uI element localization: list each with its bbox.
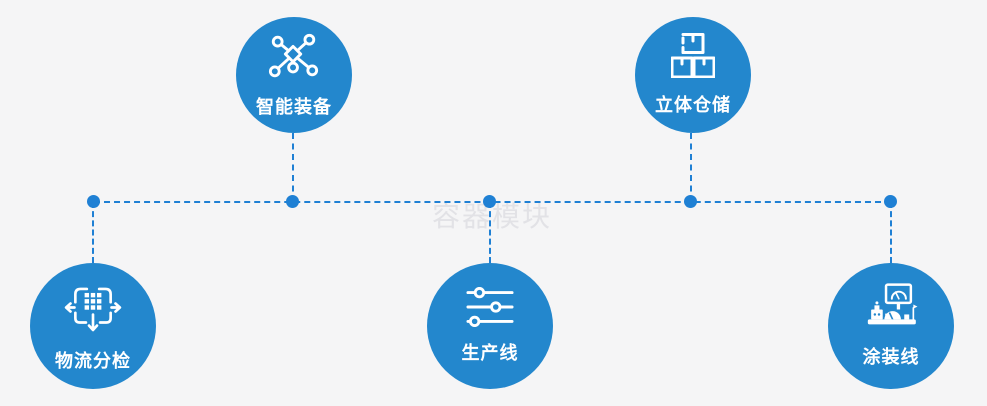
node-logistics-sorting[interactable]: 物流分检 — [30, 263, 156, 389]
node-label: 智能装备 — [256, 96, 332, 117]
network-nodes-icon — [267, 32, 321, 80]
node-painting-line[interactable]: 涂装线 — [828, 263, 954, 389]
connector-painting-line — [890, 202, 892, 263]
junction-dot — [87, 195, 100, 208]
connector-smart-equipment — [292, 133, 294, 202]
control-console-icon — [861, 283, 921, 331]
node-production-line[interactable]: 生产线 — [427, 263, 553, 389]
junction-dot — [684, 195, 697, 208]
connector-production-line — [489, 202, 491, 263]
stacked-boxes-icon — [670, 33, 716, 79]
node-label: 物流分检 — [55, 350, 131, 371]
junction-dot — [286, 195, 299, 208]
node-smart-equipment[interactable]: 智能装备 — [236, 17, 352, 133]
junction-dot — [483, 195, 496, 208]
sliders-icon — [466, 286, 514, 328]
dispatch-arrows-icon — [63, 280, 123, 335]
connector-stereo-warehouse — [690, 133, 692, 202]
node-stereo-warehouse[interactable]: 立体仓储 — [635, 17, 751, 133]
node-label: 生产线 — [461, 343, 519, 363]
connector-logistics-sorting — [92, 202, 94, 263]
junction-dot — [884, 195, 897, 208]
node-label: 立体仓储 — [655, 95, 731, 115]
node-label: 涂装线 — [862, 347, 920, 367]
